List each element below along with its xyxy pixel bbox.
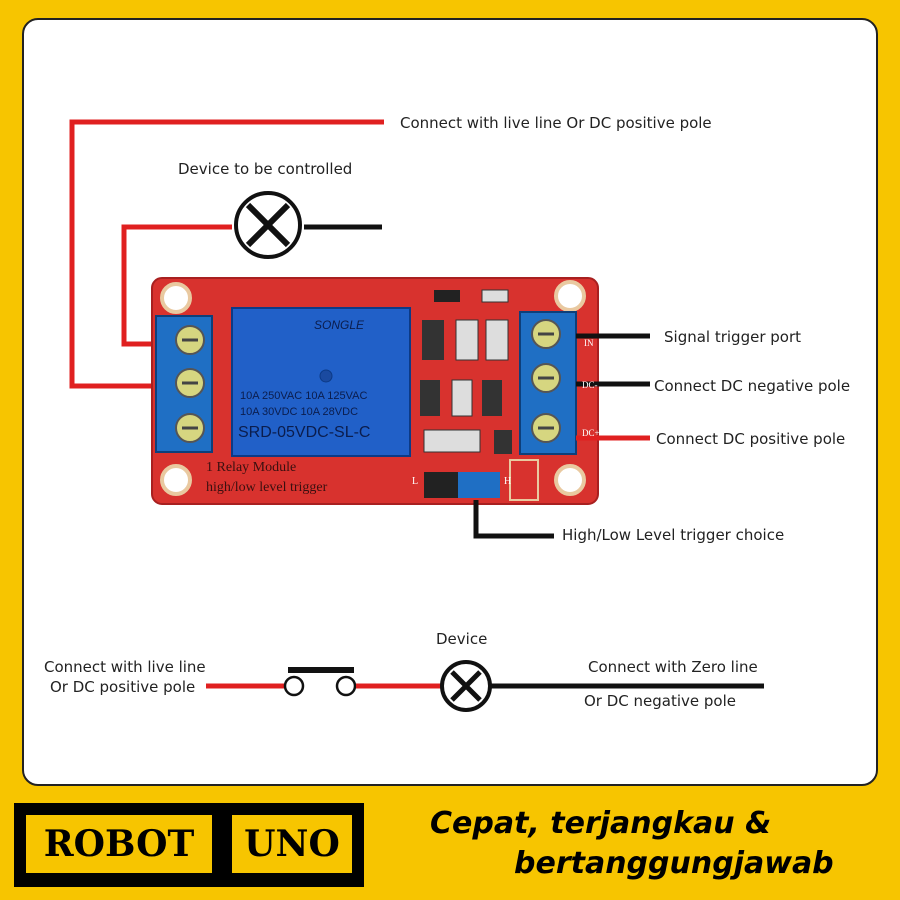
tagline-line-2: bertanggungjawab [514, 846, 834, 881]
relay-body [231, 307, 411, 457]
brand-robot: ROBOT [26, 815, 212, 873]
relay-rating-1: 10A 250VAC 10A 125VAC [240, 390, 368, 402]
silk-module: 1 Relay Module [206, 460, 297, 475]
pin-dcp-label: DC+ [582, 428, 600, 438]
bottom-lamp-icon [440, 660, 492, 712]
jumper-l-label: L [412, 476, 419, 487]
relay-board [151, 277, 599, 505]
device-wire-red [121, 224, 232, 347]
label-signal-trigger: Signal trigger port [664, 328, 802, 346]
label-live-top: Connect with live line Or DC positive po… [400, 114, 712, 132]
label-zero-line: Connect with Zero line [588, 658, 758, 676]
relay-brand: SONGLE [314, 318, 365, 332]
label-dc-negative-bottom: Or DC negative pole [584, 692, 736, 710]
label-bottom-live-2: Or DC positive pole [50, 678, 196, 696]
silk-trigger: high/low level trigger [206, 480, 328, 495]
pin-in-label: IN [584, 338, 594, 348]
relay-rating-2: 10A 30VDC 10A 28VDC [240, 406, 359, 418]
label-device: Device [436, 630, 488, 648]
brand-uno: UNO [232, 815, 352, 873]
lamp-icon [234, 191, 302, 259]
label-trigger-choice: High/Low Level trigger choice [562, 526, 785, 544]
relay-model: SRD-05VDC-SL-C [238, 424, 371, 441]
label-device-controlled: Device to be controlled [178, 160, 353, 178]
label-bottom-live-1: Connect with live line [44, 658, 206, 676]
diagram-panel: Connect with live line Or DC positive po… [22, 18, 878, 786]
jumper-h-label: H [504, 476, 512, 487]
brand-logo: ROBOT UNO [14, 803, 364, 887]
switch-icon [283, 667, 357, 697]
live-wire-top [69, 119, 384, 389]
tagline-line-1: Cepat, terjangkau & [430, 806, 772, 841]
label-dc-positive: Connect DC positive pole [656, 430, 846, 448]
wiring-diagram [69, 119, 764, 712]
pin-dcm-label: DC- [582, 380, 598, 390]
label-dc-negative: Connect DC negative pole [654, 377, 851, 395]
jumper-wire [473, 500, 554, 539]
